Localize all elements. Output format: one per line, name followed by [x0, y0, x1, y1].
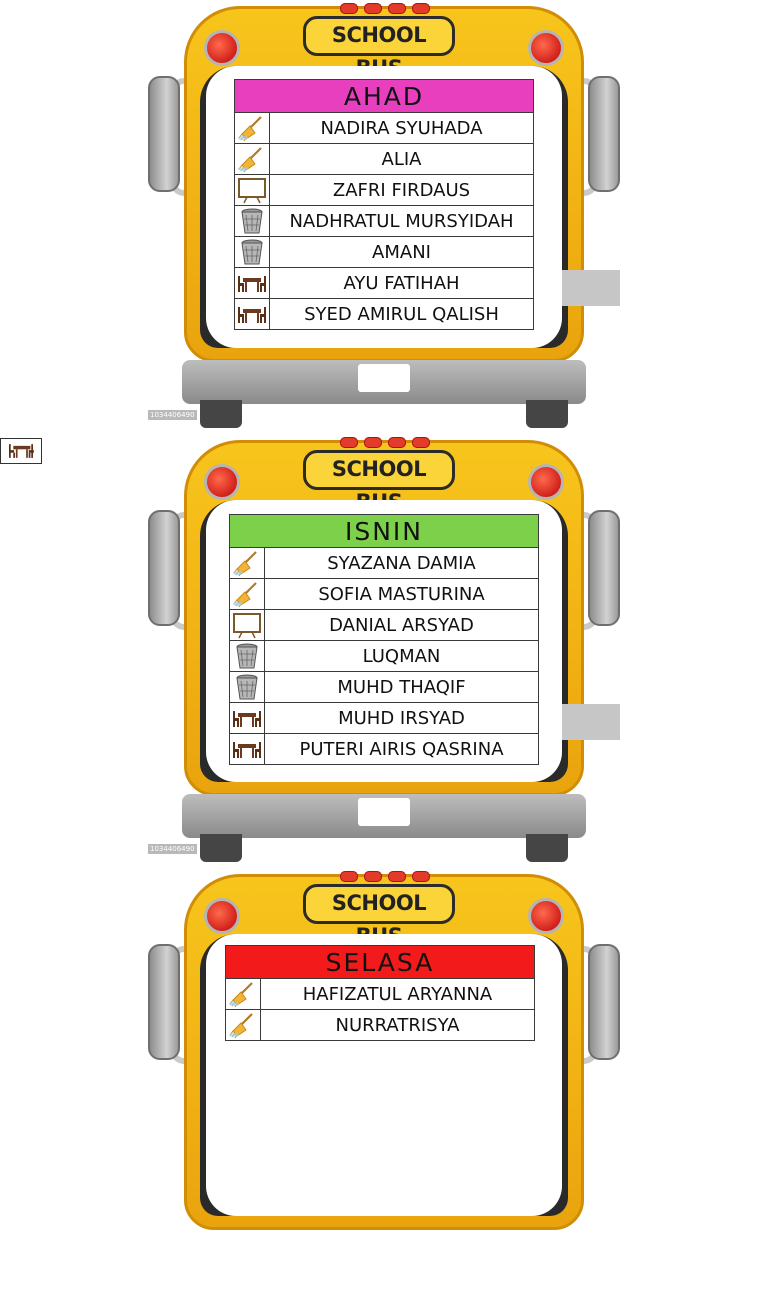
side-mirror-left	[148, 510, 180, 626]
side-mirror-left	[148, 76, 180, 192]
student-name: AYU FATIHAH	[269, 267, 534, 299]
student-name: NADHRATUL MURSYIDAH	[269, 205, 534, 237]
student-name: PUTERI AIRIS QASRINA	[264, 733, 539, 765]
student-name: NADIRA SYUHADA	[269, 112, 534, 144]
school-bus-sign: SCHOOL BUS	[303, 16, 455, 80]
stock-watermark: 1034406490	[148, 410, 197, 420]
desk-chairs-icon	[0, 438, 42, 464]
student-name: SYED AMIRUL QALISH	[269, 298, 534, 330]
table-row: LUQMAN	[229, 640, 539, 672]
head-lamp-right	[528, 30, 564, 66]
whiteboard-icon	[232, 613, 262, 639]
student-name: SOFIA MASTURINA	[264, 578, 539, 610]
head-lamp-right	[528, 898, 564, 934]
student-name: SYAZANA DAMIA	[264, 547, 539, 579]
wheel-right	[526, 834, 568, 862]
table-row: MUHD THAQIF	[229, 671, 539, 703]
side-block	[562, 704, 620, 740]
student-name: AMANI	[269, 236, 534, 268]
side-mirror-right	[588, 944, 620, 1060]
school-bus-sign: SCHOOL BUS	[303, 450, 455, 514]
broom-icon	[237, 116, 267, 142]
broom-icon	[228, 1013, 258, 1039]
side-mirror-left	[148, 944, 180, 1060]
table-row: PUTERI AIRIS QASRINA	[229, 733, 539, 765]
table-row: NADIRA SYUHADA	[234, 112, 534, 144]
table-row: DANIAL ARSYAD	[229, 609, 539, 641]
desk-chairs-icon	[237, 273, 267, 292]
broom-icon	[237, 147, 267, 173]
trash-bin-icon	[237, 208, 267, 234]
table-row: SYAZANA DAMIA	[229, 547, 539, 579]
head-lamp-left	[204, 464, 240, 500]
day-heading: SELASA	[225, 945, 535, 979]
license-plate	[358, 798, 410, 826]
bus-card-selasa: SCHOOL BUS	[148, 868, 620, 1298]
student-name: MUHD THAQIF	[264, 671, 539, 703]
desk-chairs-icon	[237, 304, 267, 323]
side-mirror-right	[588, 510, 620, 626]
license-plate	[358, 364, 410, 392]
table-row: NADHRATUL MURSYIDAH	[234, 205, 534, 237]
desk-chairs-icon	[232, 739, 262, 758]
day-heading: ISNIN	[229, 514, 539, 548]
broom-icon	[232, 582, 262, 608]
broom-icon	[228, 982, 258, 1008]
roof-lights	[340, 0, 430, 14]
head-lamp-left	[204, 898, 240, 934]
table-row: NURRATRISYA	[225, 1009, 535, 1041]
school-bus-sign: SCHOOL BUS	[303, 884, 455, 948]
student-name: DANIAL ARSYAD	[264, 609, 539, 641]
table-row: HAFIZATUL ARYANNA	[225, 978, 535, 1010]
student-name: NURRATRISYA	[260, 1009, 535, 1041]
table-row: ZAFRI FIRDAUS	[234, 174, 534, 206]
broom-icon	[232, 551, 262, 577]
student-name: MUHD IRSYAD	[264, 702, 539, 734]
roof-lights	[340, 868, 430, 882]
trash-bin-icon	[232, 643, 262, 669]
table-row: AYU FATIHAH	[234, 267, 534, 299]
student-name: HAFIZATUL ARYANNA	[260, 978, 535, 1010]
table-row: SYED AMIRUL QALISH	[234, 298, 534, 330]
side-block	[562, 270, 620, 306]
side-mirror-right	[588, 76, 620, 192]
wheel-left	[200, 834, 242, 862]
wheel-right	[526, 400, 568, 428]
trash-bin-icon	[232, 674, 262, 700]
head-lamp-right	[528, 464, 564, 500]
student-name: ZAFRI FIRDAUS	[269, 174, 534, 206]
day-heading: AHAD	[234, 79, 534, 113]
student-name: ALIA	[269, 143, 534, 175]
student-name: LUQMAN	[264, 640, 539, 672]
wheel-left	[200, 400, 242, 428]
stock-watermark: 1034406490	[148, 844, 197, 854]
desk-chairs-icon	[232, 708, 262, 727]
whiteboard-icon	[237, 178, 267, 204]
table-row: SOFIA MASTURINA	[229, 578, 539, 610]
head-lamp-left	[204, 30, 240, 66]
table-row: MUHD IRSYAD	[229, 702, 539, 734]
table-row: AMANI	[234, 236, 534, 268]
trash-bin-icon	[237, 239, 267, 265]
roof-lights	[340, 434, 430, 448]
table-row: ALIA	[234, 143, 534, 175]
